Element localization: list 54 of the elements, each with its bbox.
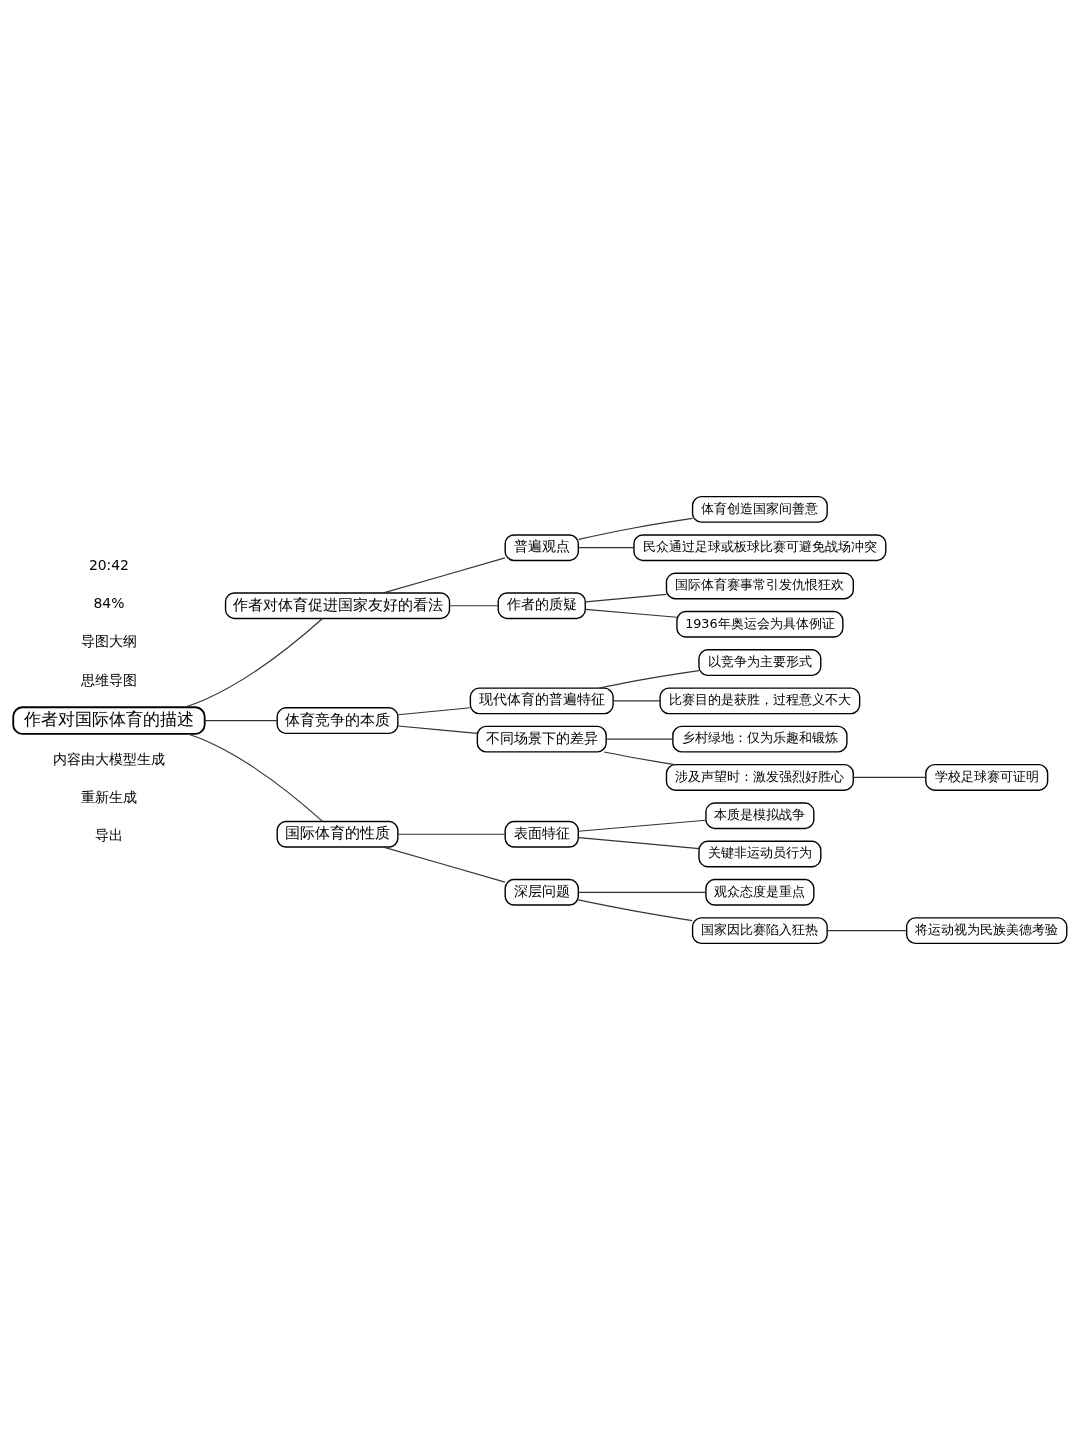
node-box: 作者对国际体育的描述 — [12, 706, 206, 735]
node-box: 国际体育赛事常引发仇恨狂欢 — [665, 572, 854, 600]
connector — [204, 720, 278, 722]
connector — [382, 557, 506, 594]
node-box: 不同场景下的差异 — [476, 725, 607, 753]
label: 导出 — [94, 827, 123, 844]
node-box: 体育竞争的本质 — [276, 707, 399, 735]
label: 20:42 — [88, 556, 129, 573]
node-box: 国家因比赛陷入狂热 — [691, 917, 828, 945]
connector — [397, 833, 506, 835]
label: 84% — [93, 595, 125, 612]
node-box: 以竞争为主要形式 — [698, 649, 822, 677]
connector — [577, 891, 707, 893]
connector — [578, 517, 694, 540]
connector — [605, 738, 674, 740]
connector — [577, 836, 700, 850]
connector — [852, 776, 927, 779]
connector — [187, 733, 324, 822]
node-box: 现代体育的普遍特征 — [469, 687, 614, 715]
node-box: 普遍观点 — [504, 534, 579, 562]
label: 思维导图 — [80, 671, 137, 688]
node-box: 学校足球赛可证明 — [925, 763, 1049, 791]
node-box: 将运动视为民族美德考验 — [905, 917, 1068, 945]
node-box: 观众态度是重点 — [705, 878, 815, 906]
node-box: 关键非运动员行为 — [698, 840, 822, 868]
connector — [449, 605, 499, 607]
connector — [598, 670, 700, 689]
node-box: 作者对体育促进国家友好的看法 — [224, 592, 451, 620]
connector — [397, 725, 478, 734]
node-box: 深层问题 — [504, 878, 579, 906]
label: 重新生成 — [80, 788, 137, 805]
label: 内容由大模型生成 — [52, 750, 165, 767]
node-box: 作者的质疑 — [497, 592, 586, 620]
connector — [584, 608, 678, 618]
connector — [577, 547, 635, 549]
node-box: 乡村绿地：仅为乐趣和锻炼 — [672, 725, 848, 753]
node-box: 比赛目的是获胜，过程意义不大 — [659, 687, 861, 715]
connector — [397, 707, 471, 716]
connector — [577, 819, 707, 832]
connector — [603, 751, 675, 766]
label: 导图大纲 — [80, 633, 137, 650]
node-box: 民众通过足球或板球比赛可避免战场冲突 — [633, 534, 887, 562]
connector — [382, 846, 506, 883]
node-box: 国际体育的性质 — [276, 820, 399, 848]
connector — [826, 930, 907, 932]
node-box: 涉及声望时：激发强烈好胜心 — [665, 763, 854, 791]
connector — [584, 593, 667, 603]
connector — [612, 700, 661, 702]
node-box: 体育创造国家间善意 — [691, 495, 828, 523]
connector — [183, 617, 324, 708]
connector — [577, 899, 693, 922]
node-box: 表面特征 — [504, 820, 579, 848]
node-box: 1936年奥运会为具体例证 — [676, 610, 844, 638]
node-box: 本质是模拟战争 — [705, 802, 815, 830]
